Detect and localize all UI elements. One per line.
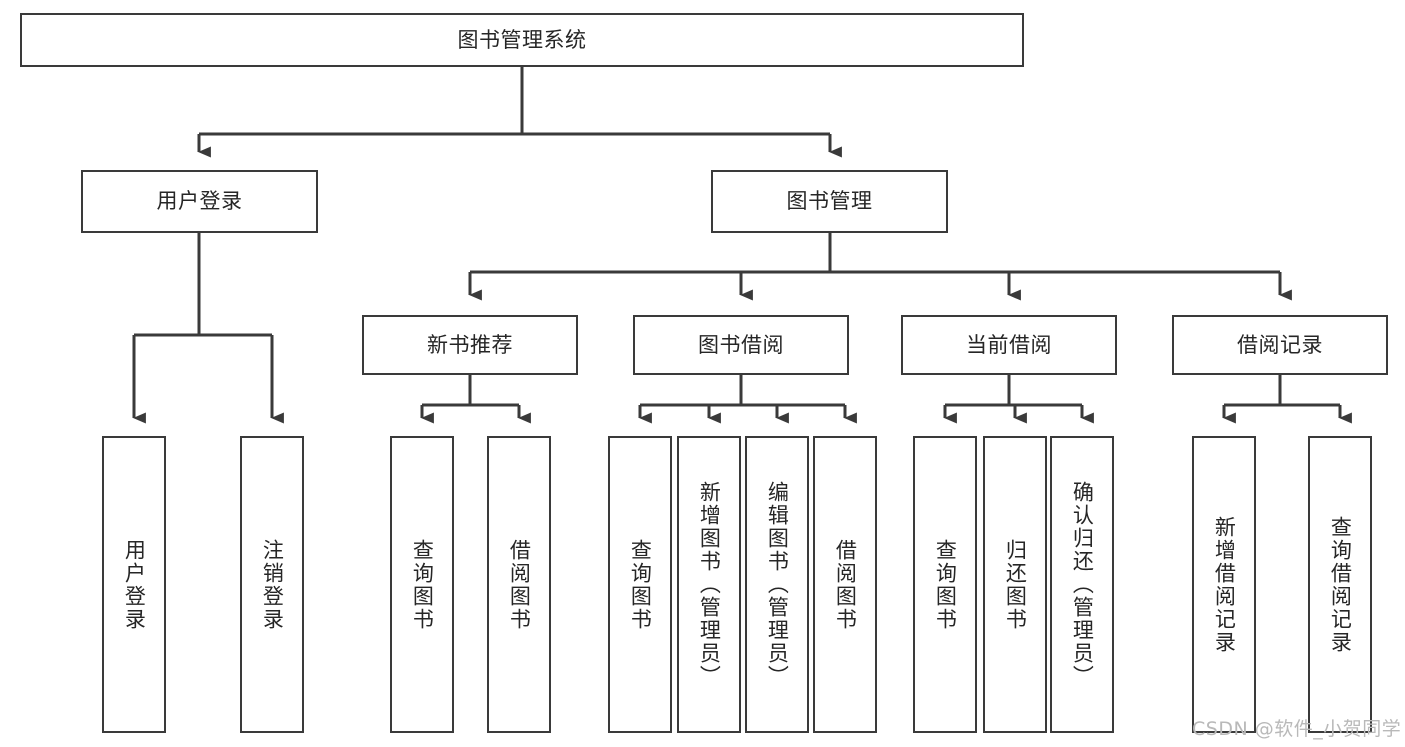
leaf-logout[interactable]: 注销登录	[240, 436, 304, 733]
node-user-login[interactable]: 用户登录	[81, 170, 318, 233]
leaf-label: 借阅图书	[833, 538, 858, 631]
leaf-query-book-current[interactable]: 查询图书	[913, 436, 977, 733]
csdn-watermark: CSDN @软件_小贺同学	[1192, 718, 1402, 740]
leaf-label: 查询图书	[933, 538, 958, 631]
leaf-query-book-recommend[interactable]: 查询图书	[390, 436, 454, 733]
leaf-query-borrow-record[interactable]: 查询借阅记录	[1308, 436, 1372, 733]
leaf-label: 归还图书	[1003, 538, 1028, 631]
leaf-label: 新增借阅记录	[1212, 515, 1237, 654]
leaf-label: 查询借阅记录	[1328, 515, 1353, 654]
leaf-return-book[interactable]: 归还图书	[983, 436, 1047, 733]
node-borrow-record[interactable]: 借阅记录	[1172, 315, 1388, 375]
leaf-label: 借阅图书	[507, 538, 532, 631]
leaf-label: 确认归还（管理员）	[1070, 481, 1095, 688]
leaf-label: 查询图书	[628, 538, 653, 631]
leaf-edit-book-admin[interactable]: 编辑图书（管理员）	[745, 436, 809, 733]
node-book-management[interactable]: 图书管理	[711, 170, 948, 233]
leaf-query-book-borrow[interactable]: 查询图书	[608, 436, 672, 733]
node-root-system[interactable]: 图书管理系统	[20, 13, 1024, 67]
node-book-borrow[interactable]: 图书借阅	[633, 315, 849, 375]
leaf-label: 查询图书	[410, 538, 435, 631]
node-current-borrow[interactable]: 当前借阅	[901, 315, 1117, 375]
leaf-label: 注销登录	[260, 538, 285, 631]
leaf-user-login[interactable]: 用户登录	[102, 436, 166, 733]
leaf-add-borrow-record[interactable]: 新增借阅记录	[1192, 436, 1256, 733]
leaf-confirm-return-admin[interactable]: 确认归还（管理员）	[1050, 436, 1114, 733]
node-new-book-recommend[interactable]: 新书推荐	[362, 315, 578, 375]
leaf-label: 编辑图书（管理员）	[765, 481, 790, 688]
leaf-label: 新增图书（管理员）	[697, 481, 722, 688]
leaf-label: 用户登录	[122, 538, 147, 631]
leaf-borrow-book-recommend[interactable]: 借阅图书	[487, 436, 551, 733]
leaf-add-book-admin[interactable]: 新增图书（管理员）	[677, 436, 741, 733]
leaf-borrow-book[interactable]: 借阅图书	[813, 436, 877, 733]
